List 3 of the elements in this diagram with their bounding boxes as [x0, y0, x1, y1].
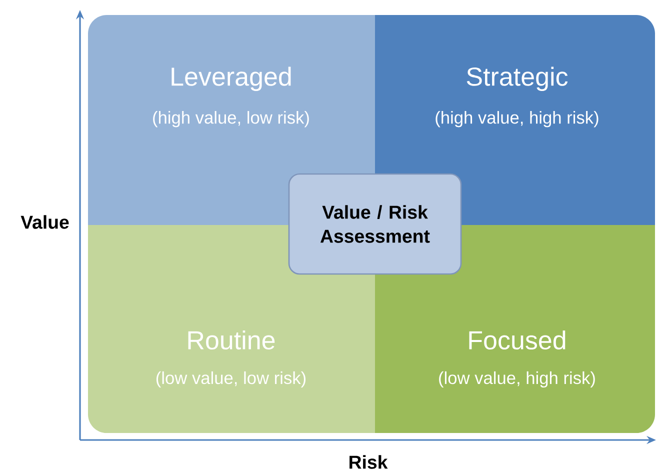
axis-label: Risk [350, 455, 388, 469]
axis-label: Value [20, 215, 69, 229]
center-box: Value / Risk Assessment [288, 173, 462, 275]
